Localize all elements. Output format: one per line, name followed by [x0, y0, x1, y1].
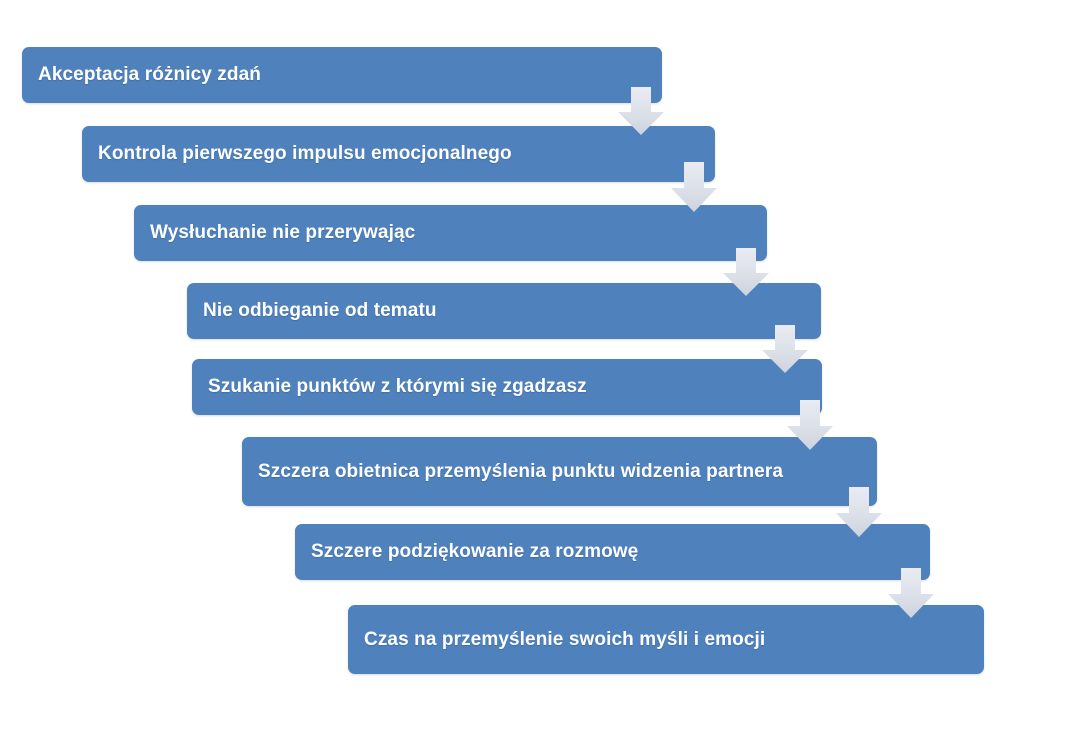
arrow-down-shape [618, 87, 664, 135]
arrow-down-icon [762, 325, 808, 373]
arrow-down-icon [787, 400, 833, 450]
step-label-3: Wysłuchanie nie przerywając [150, 222, 416, 244]
arrow-down-shape [836, 487, 882, 537]
step-box-8[interactable]: Czas na przemyślenie swoich myśli i emoc… [348, 605, 984, 674]
step-label-1: Akceptacja różnicy zdań [38, 64, 261, 86]
step-label-6: Szczera obietnica przemyślenia punktu wi… [258, 460, 783, 482]
step-label-8: Czas na przemyślenie swoich myśli i emoc… [364, 628, 766, 650]
step-box-7[interactable]: Szczere podziękowanie za rozmowę [295, 524, 930, 580]
step-label-2: Kontrola pierwszego impulsu emocjonalneg… [98, 143, 512, 165]
step-box-3[interactable]: Wysłuchanie nie przerywając [134, 205, 767, 261]
arrow-down-icon [888, 568, 934, 618]
step-box-5[interactable]: Szukanie punktów z którymi się zgadzasz [192, 359, 822, 415]
step-label-5: Szukanie punktów z którymi się zgadzasz [208, 376, 587, 398]
arrow-down-icon [723, 248, 769, 296]
step-box-2[interactable]: Kontrola pierwszego impulsu emocjonalneg… [82, 126, 715, 182]
arrow-down-icon [618, 87, 664, 135]
step-box-1[interactable]: Akceptacja różnicy zdań [22, 47, 662, 103]
step-box-6[interactable]: Szczera obietnica przemyślenia punktu wi… [242, 437, 877, 506]
arrow-down-icon [671, 162, 717, 212]
step-box-4[interactable]: Nie odbieganie od tematu [187, 283, 821, 339]
arrow-down-shape [762, 325, 808, 373]
step-label-7: Szczere podziękowanie za rozmowę [311, 541, 639, 563]
step-label-4: Nie odbieganie od tematu [203, 300, 437, 322]
arrow-down-shape [888, 568, 934, 618]
arrow-down-shape [723, 248, 769, 296]
arrow-down-shape [787, 400, 833, 450]
arrow-down-icon [836, 487, 882, 537]
arrow-down-shape [671, 162, 717, 212]
